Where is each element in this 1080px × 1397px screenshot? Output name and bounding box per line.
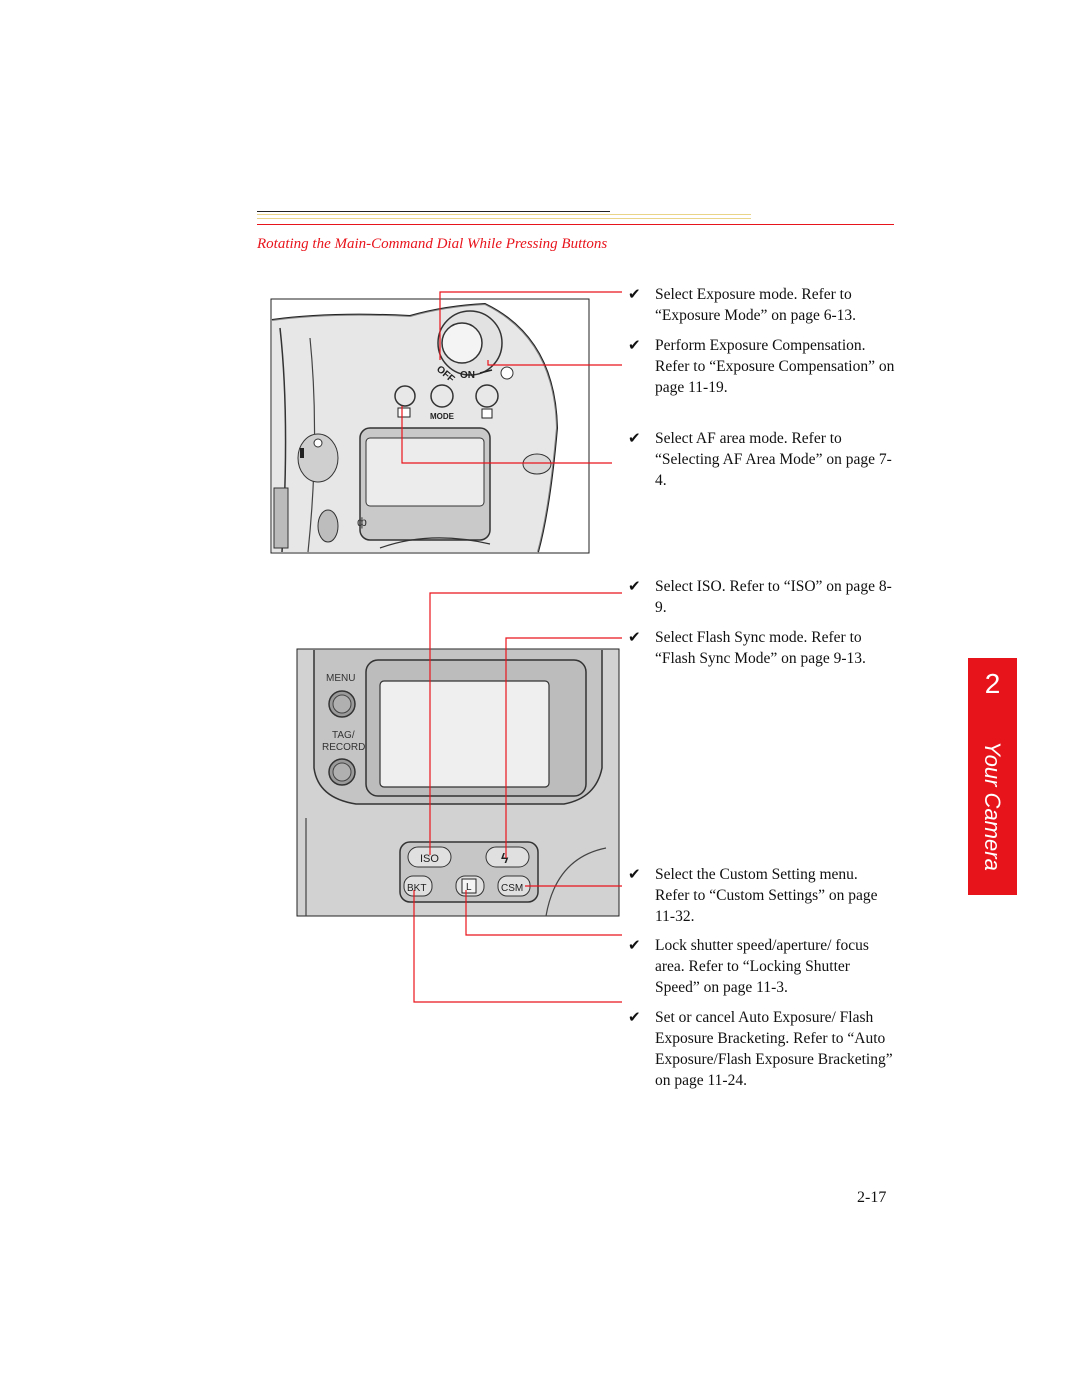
- header-rule-red: [257, 224, 894, 225]
- tag-label-line2: RECORD: [322, 742, 365, 753]
- list-item-text: Select the Custom Setting menu. Refer to…: [655, 866, 878, 925]
- list-item-text: Lock shutter speed/aperture/ focus area.…: [655, 937, 869, 996]
- check-mark-icon: ✔: [628, 429, 641, 447]
- chapter-tab: 2 Your Camera: [968, 658, 1017, 895]
- menu-button-label: MENU: [326, 673, 355, 684]
- header-rule-dark: [257, 211, 610, 212]
- camera-top-illustration: ф OFF ON MODE: [270, 298, 590, 554]
- list-item-text: Select Flash Sync mode. Refer to “Flash …: [655, 629, 866, 667]
- chapter-title: Your Camera: [980, 741, 1005, 871]
- check-mark-icon: ✔: [628, 936, 641, 954]
- camera-back-illustration: MENU TAG/ RECORD ISO ϟ BKT L CSM: [296, 648, 620, 917]
- check-mark-icon: ✔: [628, 1008, 641, 1026]
- svg-text:ф: ф: [357, 515, 367, 529]
- chapter-number: 2: [984, 668, 1001, 699]
- check-mark-icon: ✔: [628, 577, 641, 595]
- bkt-button-label: BKT: [407, 883, 426, 894]
- list-item-text: Select Exposure mode. Refer to “Exposure…: [655, 286, 857, 324]
- section-title: Rotating the Main-Command Dial While Pre…: [257, 236, 608, 252]
- header-rule-yellow-2: [257, 218, 751, 219]
- page-number: 2-17: [857, 1189, 887, 1206]
- lock-button-label: L: [466, 882, 472, 893]
- mode-button-label: MODE: [430, 412, 455, 421]
- header-rule-yellow-1: [257, 214, 751, 215]
- check-mark-icon: ✔: [628, 628, 641, 646]
- iso-button-label: ISO: [420, 853, 439, 865]
- check-mark-icon: ✔: [628, 285, 641, 303]
- check-mark-icon: ✔: [628, 336, 641, 354]
- list-item-text: Select ISO. Refer to “ISO” on page 8-9.: [655, 578, 892, 616]
- list-item-text: Perform Exposure Compensation. Refer to …: [655, 337, 895, 396]
- check-mark-icon: ✔: [628, 865, 641, 883]
- list-item-text: Set or cancel Auto Exposure/ Flash Expos…: [655, 1009, 893, 1089]
- csm-button-label: CSM: [501, 883, 523, 894]
- flash-icon: ϟ: [501, 850, 509, 866]
- tag-label-line1: TAG/: [332, 730, 355, 741]
- dial-on-label: ON: [460, 370, 475, 381]
- list-item-text: Select AF area mode. Refer to “Selecting…: [655, 430, 892, 489]
